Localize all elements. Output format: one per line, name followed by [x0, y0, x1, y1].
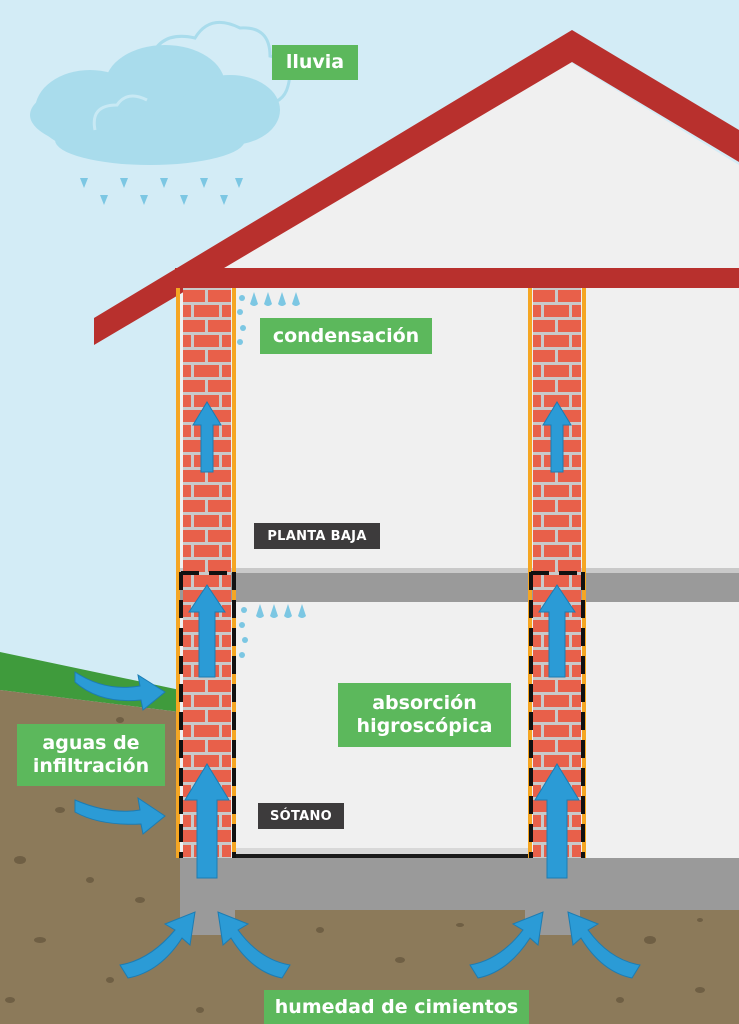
gable	[220, 62, 739, 270]
arrow-up-icon	[184, 763, 230, 879]
arrow-up-icon	[542, 401, 572, 473]
rising-damp-arrows	[184, 401, 580, 879]
floor-slab	[180, 568, 739, 602]
arrow-diag-icon	[567, 911, 641, 979]
arrow-diag-icon	[119, 911, 196, 979]
arrow-up-icon	[534, 763, 580, 879]
arrow-up-icon	[188, 584, 226, 678]
arrow-right-icon	[74, 671, 166, 711]
cloud-detail	[92, 94, 148, 131]
waterproofing-dashes	[179, 571, 585, 858]
tag-basement: SÓTANO	[258, 803, 344, 829]
label-infiltration: aguas de infiltración	[17, 724, 165, 786]
infiltration-arrows	[74, 671, 166, 835]
label-condensation: condensación	[260, 318, 432, 354]
arrow-up-icon	[538, 584, 576, 678]
roof-eave	[175, 268, 739, 288]
cloud-outline-icon	[148, 20, 291, 106]
foundation-arrows	[119, 911, 641, 979]
cloud-icon	[30, 45, 280, 165]
tag-ground-floor: PLANTA BAJA	[254, 523, 380, 549]
arrow-diag-icon	[217, 911, 291, 979]
label-foundation: humedad de cimientos	[264, 990, 529, 1024]
arrow-right-icon	[74, 796, 166, 835]
rain-drops	[80, 178, 243, 205]
label-rain: lluvia	[272, 45, 358, 80]
basement-membrane	[233, 854, 528, 858]
condensation-drops	[237, 292, 300, 345]
label-hygroscopic: absorción higroscópica	[338, 683, 511, 747]
foundation-slab	[180, 858, 739, 910]
arrow-diag-icon	[469, 911, 544, 979]
basement-floor	[233, 848, 528, 856]
basement-drops	[239, 604, 306, 658]
arrow-up-icon	[192, 401, 222, 473]
